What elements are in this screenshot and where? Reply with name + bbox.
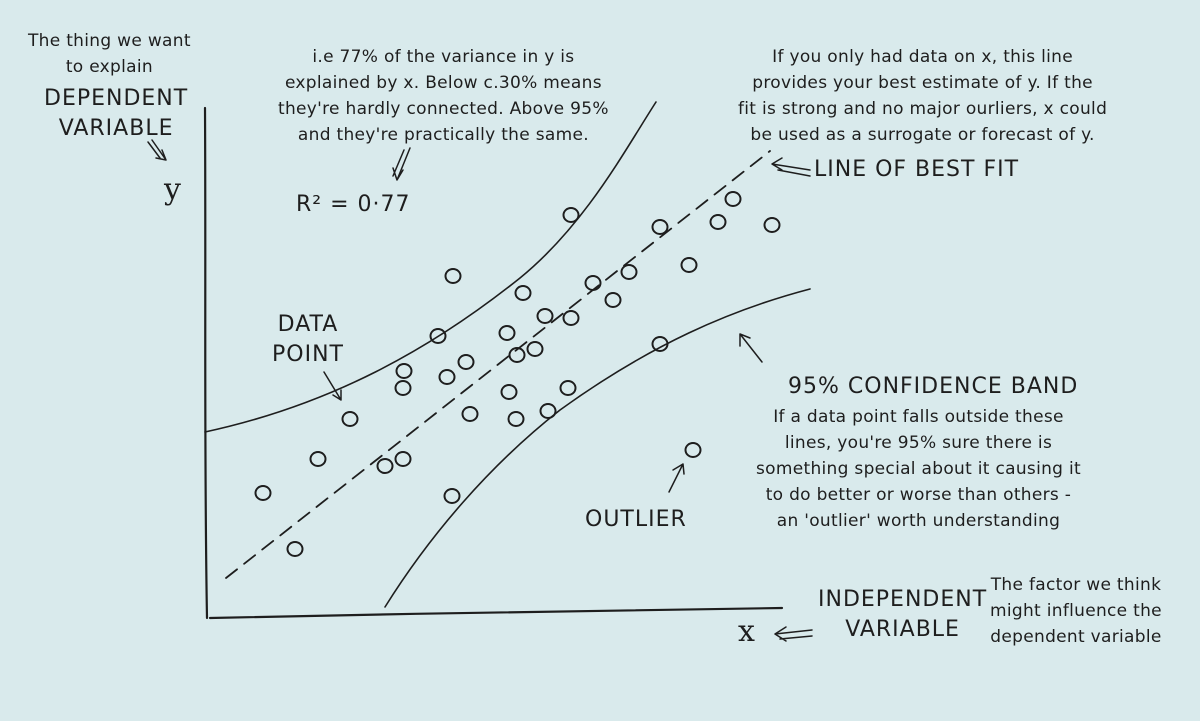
data-point bbox=[508, 347, 526, 363]
data-point-label-line: DATA bbox=[277, 312, 339, 337]
upper-confidence-band bbox=[204, 101, 657, 433]
confidence-band-title: 95% CONFIDENCE BAND bbox=[788, 374, 1079, 399]
data-point bbox=[444, 268, 462, 284]
fit-note-line: be used as a surrogate or forecast of y. bbox=[750, 125, 1095, 145]
independent-note-line: might influence the bbox=[990, 601, 1162, 621]
dependent-note: The thing we want to explain bbox=[28, 28, 191, 80]
outlier-label: OUTLIER bbox=[585, 507, 687, 532]
y-axis bbox=[203, 106, 209, 620]
data-point bbox=[536, 308, 554, 324]
data-point bbox=[562, 207, 580, 223]
data-point bbox=[376, 458, 394, 474]
arrow-outlier bbox=[668, 463, 685, 493]
y-symbol: y bbox=[164, 172, 181, 207]
data-point bbox=[684, 442, 702, 458]
band-note-line: lines, you're 95% sure there is bbox=[784, 433, 1053, 453]
independent-variable-title: INDEPENDENT VARIABLE bbox=[818, 585, 987, 645]
independent-note: The factor we think might influence the … bbox=[990, 572, 1162, 650]
data-point bbox=[559, 380, 577, 396]
arrow-lines bbox=[147, 139, 813, 642]
r-squared-value: R² = 0·77 bbox=[296, 192, 411, 217]
dependent-note-line: The thing we want bbox=[28, 31, 191, 51]
data-point bbox=[562, 310, 580, 326]
r-note-line: explained by x. Below c.30% means bbox=[284, 73, 602, 93]
fit-note-line: If you only had data on x, this line bbox=[772, 47, 1073, 67]
data-point-label-line: POINT bbox=[272, 342, 344, 367]
data-point bbox=[604, 292, 622, 308]
data-point bbox=[457, 354, 475, 370]
r-note-line: they're hardly connected. Above 95% bbox=[278, 99, 609, 119]
line-of-best-fit-label: LINE OF BEST FIT bbox=[814, 157, 1020, 182]
arrow-line-label bbox=[771, 157, 811, 177]
arrow-dependent bbox=[147, 139, 167, 161]
data-point bbox=[429, 328, 447, 344]
fit-note-line: fit is strong and no major ourliers, x c… bbox=[738, 99, 1108, 119]
data-point bbox=[620, 264, 638, 280]
dependent-variable-title: DEPENDENT VARIABLE bbox=[44, 84, 188, 144]
data-point bbox=[461, 406, 479, 422]
x-axis bbox=[208, 606, 784, 620]
data-point bbox=[394, 380, 412, 396]
data-point-label: DATA POINT bbox=[272, 310, 344, 370]
r-note-line: and they're practically the same. bbox=[297, 125, 589, 145]
independent-note-line: dependent variable bbox=[990, 627, 1162, 647]
data-point bbox=[584, 275, 602, 291]
dependent-title-line: DEPENDENT bbox=[44, 86, 189, 111]
data-point bbox=[443, 488, 461, 504]
arrow-confidence-band bbox=[739, 333, 763, 363]
dependent-note-line: to explain bbox=[65, 57, 153, 77]
data-point bbox=[341, 411, 359, 427]
arrow-data-point bbox=[323, 371, 342, 401]
data-point bbox=[254, 485, 272, 501]
band-note-line: If a data point falls outside these bbox=[773, 407, 1064, 427]
arrow-x bbox=[774, 626, 813, 642]
dependent-title-line: VARIABLE bbox=[58, 116, 174, 141]
data-point bbox=[651, 219, 669, 235]
independent-title-line: VARIABLE bbox=[845, 617, 960, 642]
best-fit-note: If you only had data on x, this line pro… bbox=[738, 44, 1107, 148]
r-note-line: i.e 77% of the variance in y is bbox=[312, 47, 575, 67]
data-point bbox=[395, 363, 413, 379]
arrow-r-squared bbox=[392, 147, 411, 181]
data-point bbox=[539, 403, 557, 419]
data-point bbox=[680, 257, 698, 273]
band-note-line: to do better or worse than others - bbox=[765, 485, 1072, 505]
r-squared-note: i.e 77% of the variance in y is explaine… bbox=[278, 44, 609, 148]
data-point bbox=[709, 214, 727, 230]
confidence-band-note: If a data point falls outside these line… bbox=[756, 404, 1081, 534]
independent-note-line: The factor we think bbox=[990, 575, 1162, 595]
fit-note-line: provides your best estimate of y. If the bbox=[752, 73, 1093, 93]
data-point bbox=[500, 384, 518, 400]
independent-title-line: INDEPENDENT bbox=[818, 587, 988, 612]
data-point bbox=[394, 451, 412, 467]
data-point bbox=[651, 336, 669, 352]
x-symbol: x bbox=[738, 614, 755, 649]
band-note-line: something special about it causing it bbox=[756, 459, 1081, 479]
data-point bbox=[438, 369, 456, 385]
data-point bbox=[498, 325, 516, 341]
data-point bbox=[507, 411, 525, 427]
data-point bbox=[309, 451, 327, 467]
lower-confidence-band bbox=[384, 288, 811, 608]
data-point bbox=[763, 217, 781, 233]
data-point bbox=[514, 285, 532, 301]
data-point bbox=[724, 191, 742, 207]
line-of-best-fit bbox=[225, 150, 771, 579]
data-point bbox=[286, 541, 304, 557]
data-point bbox=[526, 341, 544, 357]
band-note-line: an 'outlier' worth understanding bbox=[776, 511, 1061, 531]
